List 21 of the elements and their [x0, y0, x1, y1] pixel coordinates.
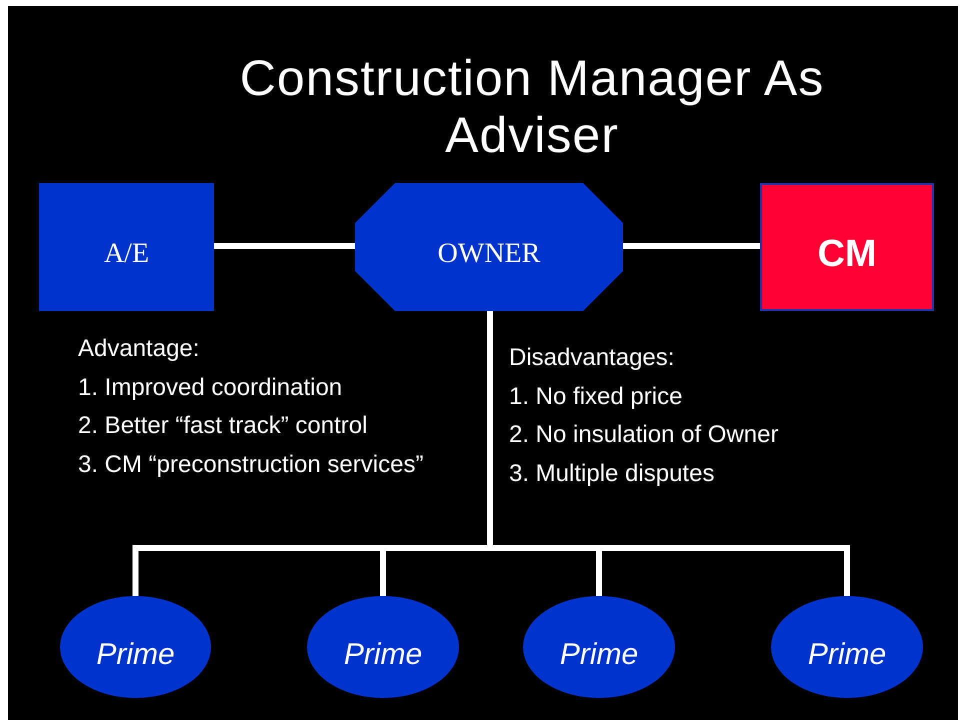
node-label: Prime — [808, 636, 886, 672]
node-label: Prime — [560, 636, 638, 672]
node-label: Prime — [344, 636, 422, 672]
list-text: 3. Multiple disputes — [509, 458, 716, 488]
party-box — [39, 183, 214, 311]
list-text: 3. CM “preconstruction services” — [78, 450, 424, 480]
list-text: 2. Better “fast track” control — [78, 411, 368, 441]
connector-line — [623, 243, 760, 249]
node-label: CM — [817, 232, 877, 276]
node-label: A/E — [104, 237, 150, 271]
list-text: 1. No fixed price — [509, 382, 684, 412]
slide-title: Construction Manager As Adviser — [238, 50, 826, 164]
list-text: Advantage: — [78, 334, 200, 364]
node-label: Prime — [96, 636, 175, 672]
party-box — [760, 183, 934, 311]
list-text: Disadvantages: — [509, 343, 676, 373]
owner-octagon — [355, 183, 623, 311]
list-text: 1. Improved coordination — [78, 372, 344, 402]
node-label: OWNER — [438, 237, 540, 271]
list-text: 2. No insulation of Owner — [509, 420, 778, 450]
connector-line — [214, 243, 355, 249]
